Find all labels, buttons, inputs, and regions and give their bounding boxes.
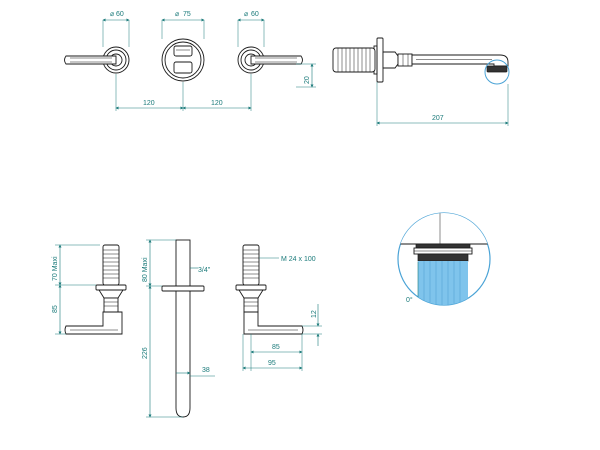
dim-handle-left-diameter: 60 bbox=[116, 11, 124, 18]
dim-body-max-height: 80 Maxi bbox=[142, 257, 149, 282]
dim-spout-projection: 207 bbox=[432, 115, 444, 122]
dim-handle-right-diameter: 60 bbox=[251, 11, 259, 18]
label-detail-angle: 0° bbox=[406, 296, 413, 304]
diameter-symbol-right: ⌀ bbox=[244, 11, 248, 18]
dim-spacing-right: 120 bbox=[211, 100, 223, 107]
dim-lever-length-inner: 85 bbox=[272, 344, 280, 351]
detail-marker-circle bbox=[484, 59, 510, 85]
center-body-plan bbox=[161, 38, 205, 82]
aerator-detail: 0° bbox=[397, 212, 491, 306]
handle-side-view: 70 Maxi 85 bbox=[52, 244, 127, 335]
dim-spacing-left: 120 bbox=[143, 100, 155, 107]
dim-spout-height: 20 bbox=[304, 76, 311, 84]
dim-body-center-diameter: 75 bbox=[183, 11, 191, 18]
dim-body-length: 226 bbox=[142, 347, 149, 359]
diameter-symbol-center: ⌀ bbox=[175, 11, 179, 18]
dim-handle-max-height: 70 Maxi bbox=[52, 256, 59, 281]
right-handle-plan bbox=[237, 46, 303, 74]
label-thread-size: 3/4" bbox=[198, 267, 211, 274]
dim-handle-lower: 85 bbox=[52, 305, 59, 313]
handle-side-view-right: M 24 x 100 12 85 95 bbox=[235, 244, 322, 371]
body-side-view: 80 Maxi 226 3/4" 38 bbox=[142, 239, 215, 418]
dim-lever-length-outer: 95 bbox=[268, 360, 276, 367]
water-jet bbox=[418, 261, 468, 305]
spout-side-view: 207 bbox=[332, 37, 510, 126]
diameter-symbol-left: ⌀ bbox=[110, 11, 114, 18]
left-handle-plan bbox=[64, 46, 130, 74]
dim-body-width: 38 bbox=[202, 367, 210, 374]
top-view: ⌀ 60 ⌀ 75 ⌀ 60 120 120 20 bbox=[64, 11, 316, 111]
label-thread-spec: M 24 x 100 bbox=[281, 256, 316, 263]
dim-lever-thickness: 12 bbox=[311, 310, 318, 318]
